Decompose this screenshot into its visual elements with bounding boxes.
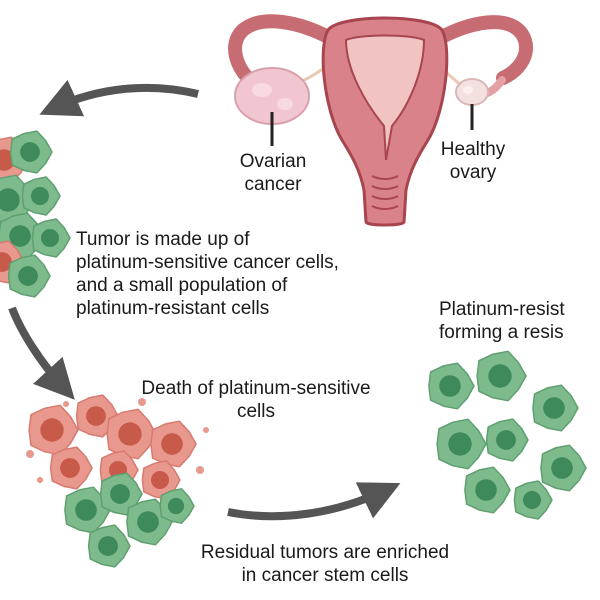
cell-debris (63, 401, 69, 407)
cell-debris (37, 477, 43, 483)
death-sensitive-label: Death of platinum-sensitive cells (141, 378, 371, 422)
resistant-cell (9, 130, 53, 174)
resistant-cell (21, 176, 61, 216)
dying-sensitive-cell (150, 420, 197, 468)
dying-sensitive-cell (49, 446, 93, 490)
left-fallopian-tube (228, 14, 337, 89)
resistant-cell (7, 254, 51, 298)
arrow-to-treatment (8, 306, 75, 400)
cell-debris (26, 450, 34, 458)
resistant-cell (464, 466, 511, 514)
resistant-cell (428, 362, 475, 410)
arrow-to-resistant-tumor (227, 482, 401, 521)
stem-cell (159, 488, 195, 524)
resistant-cell (485, 418, 529, 462)
stem-cell (99, 472, 143, 516)
residual-tumors-label: Residual tumors are enriched in cancer s… (200, 542, 450, 586)
healthy-ovary-label: Healthy ovary (440, 139, 506, 183)
tumor-cell-cluster (0, 130, 71, 298)
arrow-to-tumor (39, 79, 199, 117)
stem-cell (87, 524, 131, 568)
resistant-cell (513, 480, 553, 520)
resistant-cell (476, 350, 527, 402)
resistant-cell (31, 218, 71, 258)
resistant-cell (532, 384, 579, 432)
right-fallopian-tube (433, 15, 534, 85)
resistant-cell (540, 444, 587, 492)
dying-sensitive-cell (106, 408, 157, 460)
tumor-description-label: Tumor is made up of platinum-sensitive c… (76, 229, 339, 319)
dying-cell-cluster (26, 394, 209, 568)
cell-debris (203, 427, 209, 433)
platinum-resistant-label: Platinum-resist forming a resis (439, 299, 565, 343)
ovarian-cancer-label: Ovarian cancer (239, 151, 307, 195)
cell-debris (138, 398, 146, 406)
dying-sensitive-cell (28, 404, 79, 456)
uterine-cavity (344, 34, 426, 161)
healthy-ovary (455, 78, 489, 106)
ovarian-cancer-ovary (234, 67, 310, 125)
resistant-cell-cluster (428, 350, 587, 520)
resistant-cell (436, 418, 487, 470)
dying-sensitive-cell (141, 460, 181, 500)
cell-debris (196, 466, 204, 474)
cervix (371, 175, 399, 210)
